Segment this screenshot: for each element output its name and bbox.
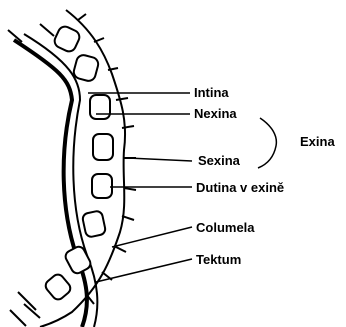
cavity — [43, 272, 72, 302]
label-tektum: Tektum — [196, 252, 241, 267]
cavity — [93, 134, 113, 160]
cavity — [64, 245, 93, 276]
cavity — [72, 54, 99, 83]
cavity — [82, 210, 107, 238]
leader-columela — [112, 227, 192, 247]
exina-brace — [258, 118, 276, 168]
leader-sexina — [128, 158, 192, 161]
leader-tektum — [96, 259, 192, 282]
cavity — [92, 174, 112, 198]
label-nexina: Nexina — [194, 106, 237, 121]
label-intina: Intina — [194, 85, 229, 100]
label-dutina: Dutina v exině — [196, 180, 284, 195]
label-exina: Exina — [300, 134, 335, 149]
cavity — [52, 24, 81, 53]
wall-fragment-bottom — [10, 292, 40, 326]
label-sexina: Sexina — [198, 153, 241, 168]
label-columela: Columela — [196, 220, 255, 235]
cavity — [90, 95, 110, 119]
